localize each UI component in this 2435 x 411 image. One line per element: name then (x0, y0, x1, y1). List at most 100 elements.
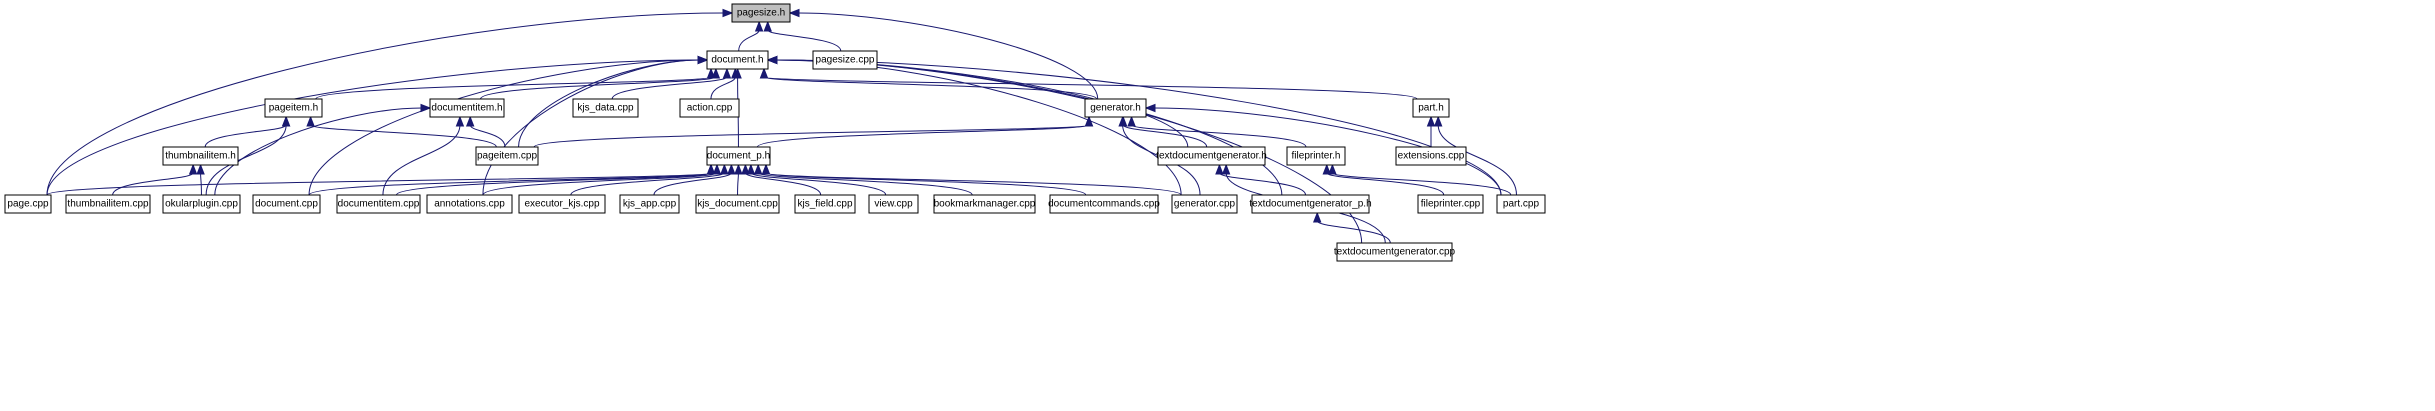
node-label: page.cpp (7, 199, 49, 210)
arrowhead-icon (697, 55, 709, 65)
edge-line (1218, 172, 1307, 196)
edge-pageitem_cpp-to-pageitem_h (306, 115, 497, 148)
node-box (706, 50, 769, 70)
edge-line (570, 172, 725, 196)
node-part-h[interactable]: part.h (1412, 98, 1450, 118)
node-generator-h[interactable]: generator.h (1084, 98, 1147, 118)
node-label: documentitem.h (431, 103, 502, 114)
node-label: pagesize.cpp (816, 55, 875, 66)
node-documentitem-h[interactable]: documentitem.h (429, 98, 505, 118)
edge-line (112, 172, 194, 196)
edge-line (205, 124, 287, 196)
node-box (1251, 194, 1370, 214)
edge-kjs_document_cpp-to-document_p_h (734, 163, 743, 196)
node-extensions-cpp[interactable]: extensions.cpp (1395, 146, 1467, 166)
node-box (4, 194, 52, 214)
arrowhead-icon (306, 115, 315, 127)
node-box (336, 194, 421, 214)
edge-line (482, 172, 718, 196)
node-box (475, 146, 539, 166)
node-pageitem-h[interactable]: pageitem.h (264, 98, 323, 118)
node-box (619, 194, 680, 214)
node-documentitem-cpp[interactable]: documentitem.cpp (336, 194, 421, 214)
node-label: executor_kjs.cpp (524, 199, 599, 210)
node-box (1417, 194, 1484, 214)
node-textdocumentgenerator-cpp[interactable]: textdocumentgenerator.cpp (1334, 242, 1456, 262)
arrowhead-icon (196, 163, 205, 175)
nodes-layer: pagesize.h document.h pagesize.cpp pageitem… (4, 3, 1546, 262)
node-box (794, 194, 856, 214)
arrowhead-icon (1322, 163, 1331, 175)
node-label: document.cpp (255, 199, 318, 210)
node-fileprinter-h[interactable]: fileprinter.h (1286, 146, 1346, 166)
node-document-cpp[interactable]: document.cpp (252, 194, 321, 214)
node-kjs-app-cpp[interactable]: kjs_app.cpp (619, 194, 680, 214)
edge-line (1122, 124, 1208, 148)
node-textdocumentgenerator-h[interactable]: textdocumentgenerator.h (1156, 146, 1267, 166)
node-kjs-document-cpp[interactable]: kjs_document.cpp (695, 194, 780, 214)
edge-line (765, 172, 1182, 196)
arrowhead-icon (722, 8, 734, 18)
node-documentcommands-cpp[interactable]: documentcommands.cpp (1048, 194, 1160, 214)
node-generator-cpp[interactable]: generator.cpp (1171, 194, 1238, 214)
edge-line (310, 124, 497, 148)
node-label: pagesize.h (737, 8, 785, 19)
node-action-cpp[interactable]: action.cpp (679, 98, 740, 118)
node-bookmarkmanager-cpp[interactable]: bookmarkmanager.cpp (933, 194, 1036, 214)
edge-okularplugin_cpp-to-pageitem_h (205, 115, 291, 196)
edge-generator_h-to-pagesize_h (788, 8, 1099, 100)
edge-line (480, 76, 717, 100)
node-label: generator.cpp (1174, 199, 1236, 210)
node-box (1336, 242, 1453, 262)
edge-textdocumentgenerator_cpp-to-textdocumentgenerator_p_h (1312, 211, 1391, 244)
node-label: kjs_data.cpp (577, 103, 634, 114)
node-page-cpp[interactable]: page.cpp (4, 194, 52, 214)
arrowhead-icon (711, 67, 721, 79)
node-thumbnailitem-h[interactable]: thumbnailitem.h (162, 146, 239, 166)
arrowhead-icon (1144, 103, 1156, 113)
edge-executor_kjs_cpp-to-document_p_h (570, 163, 729, 196)
node-document-h[interactable]: document.h (706, 50, 769, 70)
arrowhead-icon (753, 163, 763, 175)
edge-part_cpp-to-generator_h (1144, 103, 1502, 196)
edge-line (46, 12, 725, 196)
node-box (162, 194, 241, 214)
arrowhead-icon (1426, 115, 1436, 127)
node-label: thumbnailitem.h (165, 151, 236, 162)
node-textdocumentgenerator-p-h[interactable]: textdocumentgenerator_p.h (1249, 194, 1372, 214)
edge-line (1131, 124, 1307, 148)
node-executor-kjs-cpp[interactable]: executor_kjs.cpp (518, 194, 606, 214)
node-label: pageitem.cpp (477, 151, 537, 162)
edge-line (611, 76, 728, 100)
edge-kjs_data_cpp-to-document_h (611, 67, 732, 100)
node-box (252, 194, 321, 214)
node-annotations-cpp[interactable]: annotations.cpp (426, 194, 513, 214)
node-label: part.cpp (1503, 199, 1540, 210)
node-box (1084, 98, 1147, 118)
edge-document_cpp-to-document_h (308, 55, 709, 196)
node-fileprinter-cpp[interactable]: fileprinter.cpp (1417, 194, 1484, 214)
edge-line (744, 172, 822, 196)
arrowhead-icon (1221, 163, 1231, 175)
edge-line (710, 76, 736, 100)
node-kjs-field-cpp[interactable]: kjs_field.cpp (794, 194, 856, 214)
node-kjs-data-cpp[interactable]: kjs_data.cpp (572, 98, 639, 118)
arrowhead-icon (706, 163, 716, 175)
edge-line (775, 59, 1363, 244)
node-okularplugin-cpp[interactable]: okularplugin.cpp (162, 194, 241, 214)
edge-line (1153, 107, 1502, 196)
edge-extensions_cpp-to-part_h (1426, 115, 1436, 147)
arrowhead-icon (763, 20, 772, 32)
node-thumbnailitem-cpp[interactable]: thumbnailitem.cpp (65, 194, 151, 214)
arrowhead-icon (759, 67, 769, 79)
arrowhead-icon (727, 163, 736, 175)
node-box (426, 194, 513, 214)
node-pagesize-cpp[interactable]: pagesize.cpp (812, 50, 878, 70)
node-pageitem-cpp[interactable]: pageitem.cpp (475, 146, 539, 166)
node-box (264, 98, 323, 118)
node-view-cpp[interactable]: view.cpp (868, 194, 919, 214)
edge-part_cpp-to-fileprinter_h (1328, 163, 1512, 196)
node-part-cpp[interactable]: part.cpp (1496, 194, 1546, 214)
node-document-p-h[interactable]: document_p.h (706, 146, 771, 166)
arrowhead-icon (722, 67, 732, 79)
